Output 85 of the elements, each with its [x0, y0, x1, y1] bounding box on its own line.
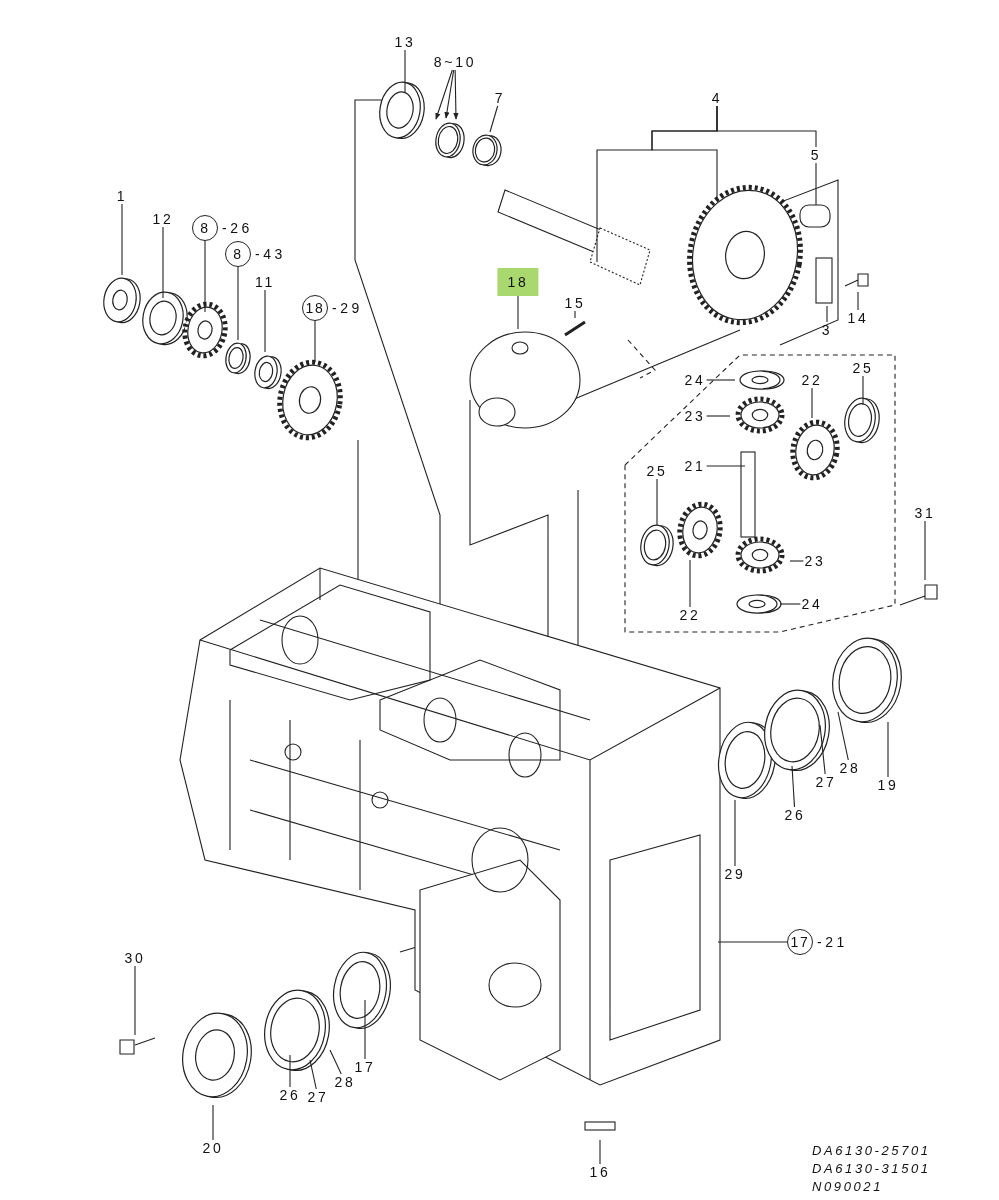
callout-number: 15 [563, 295, 587, 311]
callout-number: 29 [723, 866, 747, 882]
callout-number: 25 [645, 463, 669, 479]
leader-line [887, 721, 889, 778]
drawing-code-text: DA6130-25701 [812, 1142, 931, 1160]
callout-number: 16 [588, 1164, 612, 1180]
callout-number: 27 [306, 1089, 330, 1105]
callout-number: 22 [800, 372, 824, 388]
leader-line [706, 379, 736, 381]
callout-number: 1 [115, 188, 129, 204]
leader-line [329, 1049, 342, 1075]
callout-number: 24 [800, 596, 824, 612]
drawing-code-text: DA6130-31501 [812, 1160, 931, 1178]
leader-line [162, 226, 164, 299]
leader-line [811, 387, 813, 419]
leader-line [237, 266, 239, 341]
leader-line [656, 478, 658, 526]
leader-line [489, 105, 499, 133]
callout-number: 24 [683, 372, 707, 388]
leader-line [706, 465, 746, 467]
callout-number: 28 [333, 1074, 357, 1090]
callout-number: 8 [192, 215, 218, 241]
callout-number: 17 [787, 929, 813, 955]
callout-number: 25 [851, 360, 875, 376]
leader-line [121, 203, 123, 276]
callout-number: 26 [783, 807, 807, 823]
leader-line [815, 162, 817, 206]
callout-number: 18 [302, 295, 328, 321]
leader-line [717, 941, 788, 943]
leader-line [404, 49, 406, 93]
leader-line [789, 560, 804, 562]
callout-number: 7 [493, 90, 507, 106]
drawing-code-text: N090021 [812, 1178, 884, 1196]
leader-line [689, 559, 691, 608]
leader-line [314, 320, 316, 363]
callout-number: 28 [838, 760, 862, 776]
callout-number: 8~10 [432, 54, 478, 70]
leader-line [444, 69, 455, 119]
leader-line [716, 105, 817, 148]
callout-number: 19 [876, 777, 900, 793]
leader-line [212, 1104, 214, 1141]
leader-line [819, 724, 826, 775]
callout-number: 3 [820, 322, 834, 338]
leader-line [309, 1059, 317, 1090]
callout-number: 26 [278, 1087, 302, 1103]
callout-number: 21 [683, 458, 707, 474]
quantity-text: -29 [332, 298, 363, 318]
leader-line [435, 69, 453, 120]
leader-line [924, 520, 926, 581]
callout-number: 4 [710, 90, 724, 106]
leader-line [862, 375, 864, 406]
leader-line [289, 1054, 291, 1088]
leader-line [134, 965, 136, 1036]
leader-line [779, 603, 801, 605]
callout-number: 17 [353, 1059, 377, 1075]
leader-line [837, 711, 849, 761]
callout-number: 5 [809, 147, 823, 163]
quantity-text: -21 [817, 932, 848, 952]
highlighted-callout-number: 18 [497, 268, 539, 296]
leader-line [826, 305, 828, 323]
leader-line [204, 240, 206, 313]
callout-number: 30 [123, 950, 147, 966]
leader-line [364, 999, 366, 1060]
callout-number: 14 [846, 310, 870, 326]
leader-line [791, 765, 796, 808]
leader-line [857, 291, 859, 311]
callout-number: 22 [678, 607, 702, 623]
callout-number: 31 [913, 505, 937, 521]
leader-line [264, 289, 266, 353]
leader-line [706, 415, 731, 417]
leader-line [517, 295, 519, 330]
callout-number: 12 [151, 211, 175, 227]
leader-line [599, 1139, 601, 1165]
callout-number: 8 [225, 241, 251, 267]
callout-number: 23 [683, 408, 707, 424]
callout-number: 11 [253, 274, 277, 290]
callout-number: 23 [803, 553, 827, 569]
leader-line [453, 69, 459, 120]
leader-line [734, 799, 736, 867]
quantity-text: -26 [222, 218, 253, 238]
callout-number: 20 [201, 1140, 225, 1156]
quantity-text: -43 [255, 244, 286, 264]
callout-number: 13 [393, 34, 417, 50]
leader-line [574, 310, 576, 319]
callout-number: 27 [814, 774, 838, 790]
